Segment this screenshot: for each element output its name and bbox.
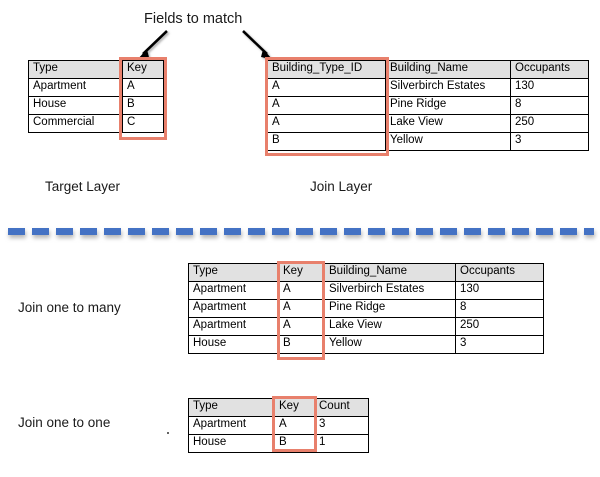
- column-header-building-type-id: Building_Type_ID: [267, 60, 386, 79]
- table-row: Apartment A: [28, 78, 164, 97]
- cell-occupants: 3: [455, 335, 544, 354]
- table-row: Apartment A Silverbirch Estates 130: [188, 281, 544, 300]
- cell-key: A: [278, 317, 325, 336]
- cell-building-type-id: A: [267, 96, 386, 115]
- column-header-type: Type: [188, 263, 279, 282]
- one-to-one-result-table: Type Key Count Apartment A 3 House B 1: [188, 398, 369, 453]
- cell-building-name: Lake View: [324, 317, 456, 336]
- join-layer-table: Building_Type_ID Building_Name Occupants…: [267, 60, 589, 151]
- table-row: B Yellow 3: [267, 132, 589, 151]
- join-one-to-one-label: Join one to one: [18, 415, 111, 430]
- cell-key: A: [278, 281, 325, 300]
- cell-building-name: Yellow: [324, 335, 456, 354]
- column-header-type: Type: [28, 60, 123, 79]
- cell-key: A: [278, 299, 325, 318]
- column-header-occupants: Occupants: [455, 263, 544, 282]
- cell-type: House: [28, 96, 123, 115]
- cell-building-type-id: B: [267, 132, 386, 151]
- cell-key: B: [278, 335, 325, 354]
- cell-type: House: [188, 434, 275, 453]
- cell-building-type-id: A: [267, 78, 386, 97]
- fields-to-match-label: Fields to match: [144, 11, 243, 27]
- column-header-key: Key: [274, 398, 315, 417]
- join-layer-label: Join Layer: [310, 179, 373, 194]
- cell-count: 3: [314, 416, 369, 435]
- table-row: House B Yellow 3: [188, 335, 544, 354]
- join-one-to-many-label: Join one to many: [18, 300, 121, 315]
- column-header-building-name: Building_Name: [385, 60, 511, 79]
- column-header-key: Key: [278, 263, 325, 282]
- column-header-type: Type: [188, 398, 275, 417]
- cell-key: C: [122, 114, 164, 133]
- cell-key: B: [122, 96, 164, 115]
- cell-building-type-id: A: [267, 114, 386, 133]
- table-row: A Pine Ridge 8: [267, 96, 589, 115]
- cell-type: House: [188, 335, 279, 354]
- cell-key: A: [122, 78, 164, 97]
- cell-type: Apartment: [188, 416, 275, 435]
- table-row: A Lake View 250: [267, 114, 589, 133]
- cell-occupants: 3: [510, 132, 589, 151]
- table-header-row: Building_Type_ID Building_Name Occupants: [267, 60, 589, 79]
- arrow-to-join-key-icon: [242, 30, 274, 61]
- table-row: House B 1: [188, 434, 369, 453]
- cell-occupants: 250: [510, 114, 589, 133]
- table-header-row: Type Key Count: [188, 398, 369, 417]
- stray-dot-artifact: [167, 432, 169, 434]
- column-header-count: Count: [314, 398, 369, 417]
- cell-type: Apartment: [188, 281, 279, 300]
- cell-building-name: Lake View: [385, 114, 511, 133]
- one-to-many-result-table: Type Key Building_Name Occupants Apartme…: [188, 263, 544, 354]
- table-row: A Silverbirch Estates 130: [267, 78, 589, 97]
- cell-occupants: 130: [510, 78, 589, 97]
- table-row: Apartment A Pine Ridge 8: [188, 299, 544, 318]
- cell-building-name: Pine Ridge: [385, 96, 511, 115]
- target-layer-label: Target Layer: [45, 179, 121, 194]
- cell-building-name: Yellow: [385, 132, 511, 151]
- section-divider: [8, 228, 594, 235]
- column-header-key: Key: [122, 60, 164, 79]
- table-row: Apartment A 3: [188, 416, 369, 435]
- cell-key: A: [274, 416, 315, 435]
- cell-building-name: Silverbirch Estates: [324, 281, 456, 300]
- cell-type: Commercial: [28, 114, 123, 133]
- table-row: Commercial C: [28, 114, 164, 133]
- table-row: House B: [28, 96, 164, 115]
- column-header-occupants: Occupants: [510, 60, 589, 79]
- cell-type: Apartment: [188, 299, 279, 318]
- target-layer-table: Type Key Apartment A House B Commercial …: [28, 60, 164, 133]
- cell-occupants: 130: [455, 281, 544, 300]
- cell-type: Apartment: [28, 78, 123, 97]
- column-header-building-name: Building_Name: [324, 263, 456, 282]
- table-header-row: Type Key Building_Name Occupants: [188, 263, 544, 282]
- cell-type: Apartment: [188, 317, 279, 336]
- cell-count: 1: [314, 434, 369, 453]
- table-row: Apartment A Lake View 250: [188, 317, 544, 336]
- cell-key: B: [274, 434, 315, 453]
- cell-occupants: 8: [510, 96, 589, 115]
- cell-occupants: 8: [455, 299, 544, 318]
- arrow-to-target-key-icon: [136, 30, 168, 61]
- table-header-row: Type Key: [28, 60, 164, 79]
- cell-occupants: 250: [455, 317, 544, 336]
- cell-building-name: Silverbirch Estates: [385, 78, 511, 97]
- cell-building-name: Pine Ridge: [324, 299, 456, 318]
